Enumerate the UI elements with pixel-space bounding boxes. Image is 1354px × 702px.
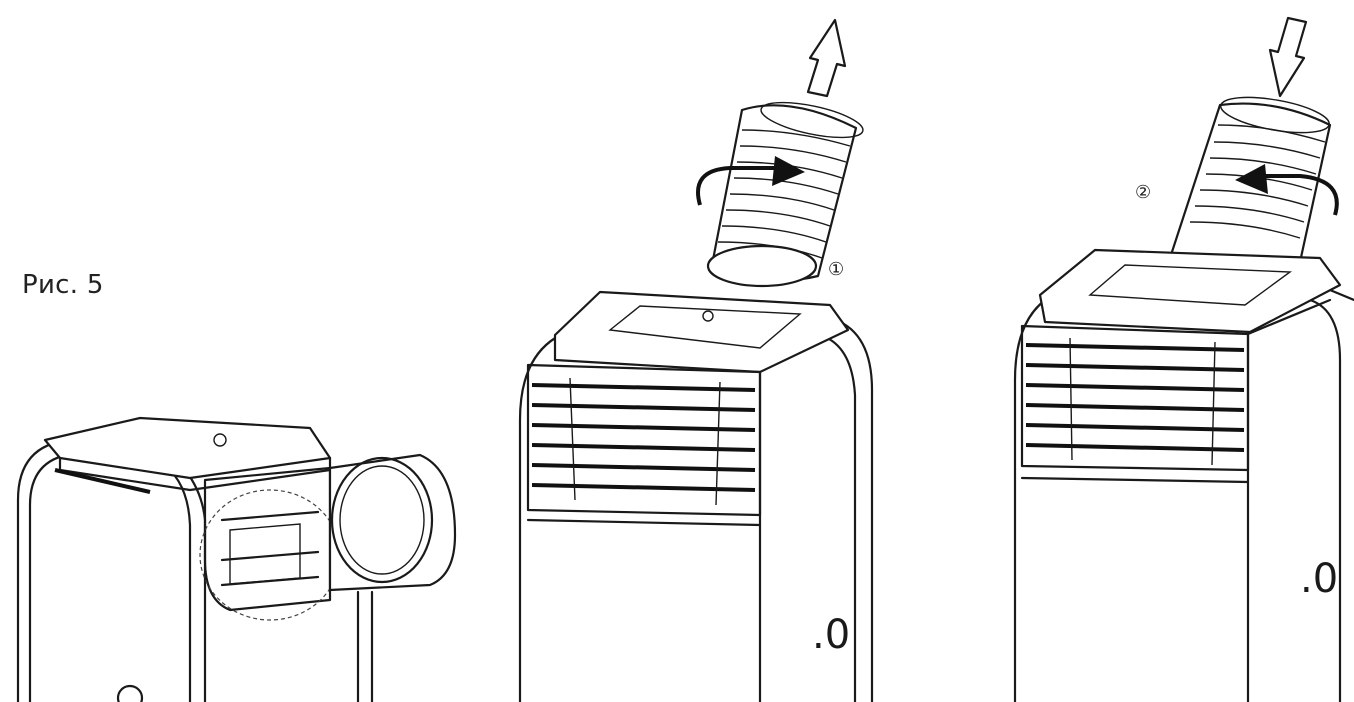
unit-hose-removal: ① .0 [520, 20, 872, 702]
top-panel [555, 292, 848, 372]
top-panel [1040, 250, 1340, 332]
display-label: .0 [812, 612, 850, 658]
display-label: .0 [1300, 556, 1338, 602]
arrow-up-icon [808, 20, 845, 96]
step-marker-2: ② [1135, 182, 1151, 203]
arrow-down-icon [1270, 18, 1306, 96]
unit-with-adapter [18, 418, 455, 702]
unit-hose-install: ② .0 [1015, 18, 1354, 702]
top-panel [45, 418, 330, 478]
step-marker-1: ① [828, 259, 844, 280]
